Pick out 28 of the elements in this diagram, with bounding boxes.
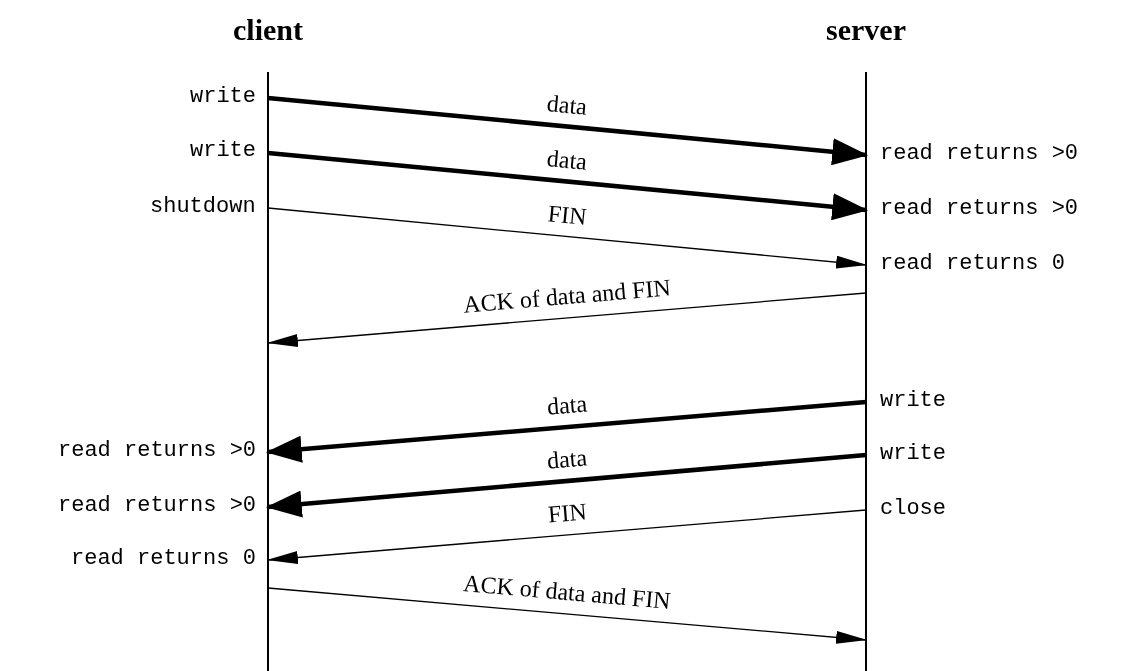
edge-label: FIN <box>546 198 588 231</box>
event-label: write <box>190 138 256 164</box>
event-label: write <box>880 388 946 414</box>
arrow <box>265 452 867 518</box>
arrow <box>266 292 867 347</box>
arrow <box>267 587 868 644</box>
event-label: close <box>880 496 946 522</box>
event-label: read returns 0 <box>880 251 1065 277</box>
event-label: read returns >0 <box>880 196 1079 222</box>
event-label: read returns >0 <box>58 438 257 464</box>
arrow <box>265 399 867 463</box>
edge-label: data <box>545 443 589 475</box>
edge-label: ACK of data and FIN <box>462 569 672 615</box>
event-label: read returns >0 <box>58 493 257 519</box>
event-label: shutdown <box>150 194 256 220</box>
arrow <box>266 509 867 564</box>
arrow <box>267 150 869 221</box>
event-label: read returns 0 <box>71 546 256 572</box>
edge-label: data <box>545 389 589 421</box>
edge-label: data <box>545 88 589 121</box>
edge-label: data <box>545 143 589 176</box>
event-label: read returns >0 <box>880 141 1079 167</box>
edge-label: ACK of data and FIN <box>462 273 672 319</box>
event-label: write <box>880 441 946 467</box>
edge-label: FIN <box>546 497 588 529</box>
arrow <box>267 95 869 166</box>
event-label: write <box>190 84 256 110</box>
arrow <box>267 207 868 269</box>
